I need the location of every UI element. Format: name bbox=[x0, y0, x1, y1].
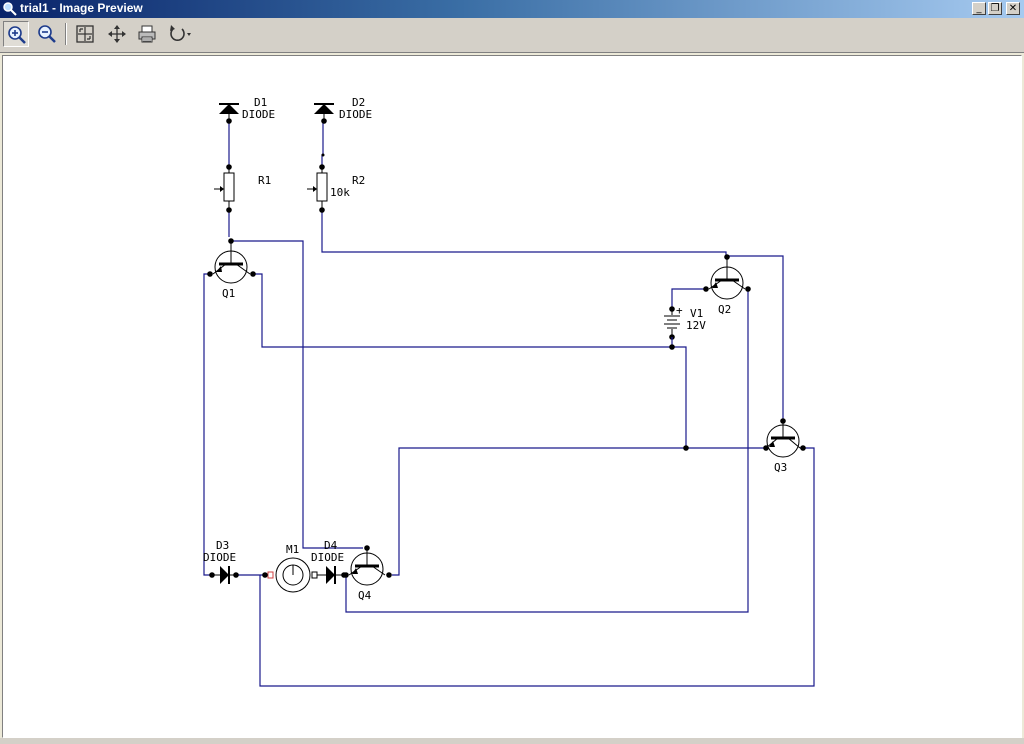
rotate-icon bbox=[170, 25, 191, 41]
r1-ref-label: R1 bbox=[258, 174, 271, 187]
zoom-out-icon bbox=[38, 25, 56, 43]
zoom-in-icon bbox=[8, 26, 26, 44]
zoom-in-button[interactable] bbox=[3, 21, 29, 47]
move-pan-button[interactable] bbox=[104, 21, 130, 47]
wire-d2-r2 bbox=[321, 120, 324, 166]
close-button[interactable]: ✕ bbox=[1006, 2, 1020, 15]
r2-value-label: 10k bbox=[330, 186, 350, 199]
v1-value-label: 12V bbox=[686, 319, 706, 332]
fit-to-window-button[interactable] bbox=[72, 21, 98, 47]
diode-d2[interactable]: D2 DIODE bbox=[314, 96, 372, 124]
d4-ref-label: D4 bbox=[324, 539, 338, 552]
junction-dot bbox=[321, 153, 325, 157]
transistor-q4[interactable]: Q4 bbox=[343, 545, 392, 602]
wire-q2-left-v1 bbox=[671, 288, 706, 308]
magnifier-app-icon bbox=[3, 2, 17, 16]
potentiometer-r1[interactable]: R1 bbox=[214, 164, 271, 213]
r2-ref-label: R2 bbox=[352, 174, 365, 187]
close-icon: ✕ bbox=[1008, 3, 1018, 14]
wire-junctions bbox=[321, 153, 689, 451]
minimize-icon: _ bbox=[976, 3, 982, 14]
title-bar: trial1 - Image Preview _ ❐ ✕ bbox=[0, 0, 1024, 18]
battery-v1[interactable]: + V1 12V bbox=[664, 304, 706, 350]
wire-q1-right-v1 bbox=[253, 273, 672, 348]
d1-ref-label: D1 bbox=[254, 96, 267, 109]
motor-m1[interactable]: M1 bbox=[262, 543, 318, 593]
image-preview-canvas[interactable]: D1 DIODE D2 DIODE R1 bbox=[2, 55, 1022, 738]
restore-button[interactable]: ❐ bbox=[988, 2, 1002, 15]
q1-ref-label: Q1 bbox=[222, 287, 235, 300]
wire-q1-top-to-m1 bbox=[231, 240, 363, 549]
v1-plus-label: + bbox=[676, 304, 683, 317]
transistor-q1[interactable]: Q1 bbox=[207, 238, 256, 300]
wires bbox=[203, 120, 815, 687]
diode-d4[interactable]: D4 DIODE bbox=[311, 539, 347, 584]
rotate-button[interactable] bbox=[165, 21, 191, 47]
toolbar bbox=[0, 18, 1024, 53]
v1-ref-label: V1 bbox=[690, 307, 703, 320]
transistor-q2[interactable]: Q2 bbox=[703, 254, 751, 316]
zoom-out-button[interactable] bbox=[34, 21, 60, 47]
move-pan-icon bbox=[108, 25, 126, 43]
fit-to-window-icon bbox=[76, 25, 94, 43]
d2-type-label: DIODE bbox=[339, 108, 372, 121]
status-bar bbox=[0, 738, 1024, 744]
wire-r2-q2 bbox=[321, 211, 727, 258]
potentiometer-r2[interactable]: R2 10k bbox=[307, 164, 365, 213]
q3-ref-label: Q3 bbox=[774, 461, 787, 474]
wire-q1-left-d3 bbox=[203, 273, 212, 576]
window-title: trial1 - Image Preview bbox=[20, 1, 143, 15]
wire-bus-q4 bbox=[392, 447, 766, 576]
q2-ref-label: Q2 bbox=[718, 303, 731, 316]
q4-ref-label: Q4 bbox=[358, 589, 372, 602]
restore-icon: ❐ bbox=[990, 3, 1000, 14]
print-button[interactable] bbox=[134, 21, 160, 47]
m1-ref-label: M1 bbox=[286, 543, 299, 556]
d3-type-label: DIODE bbox=[203, 551, 236, 564]
wire-q2-right-q4 bbox=[345, 289, 749, 613]
wire-m1-loop bbox=[259, 447, 815, 687]
diode-d1[interactable]: D1 DIODE bbox=[219, 96, 275, 124]
print-icon bbox=[138, 25, 156, 43]
circuit-schematic: D1 DIODE D2 DIODE R1 bbox=[203, 96, 815, 687]
d2-ref-label: D2 bbox=[352, 96, 365, 109]
d4-type-label: DIODE bbox=[311, 551, 344, 564]
toolbar-separator bbox=[65, 23, 67, 45]
transistor-q3[interactable]: Q3 bbox=[763, 418, 806, 474]
d1-type-label: DIODE bbox=[242, 108, 275, 121]
diode-d3[interactable]: D3 DIODE bbox=[203, 539, 239, 584]
d3-ref-label: D3 bbox=[216, 539, 229, 552]
junction-dot bbox=[683, 445, 689, 451]
wire-v1-bus bbox=[672, 346, 687, 448]
wire-q2-top-to-q3 bbox=[728, 255, 784, 419]
minimize-button[interactable]: _ bbox=[972, 2, 986, 15]
